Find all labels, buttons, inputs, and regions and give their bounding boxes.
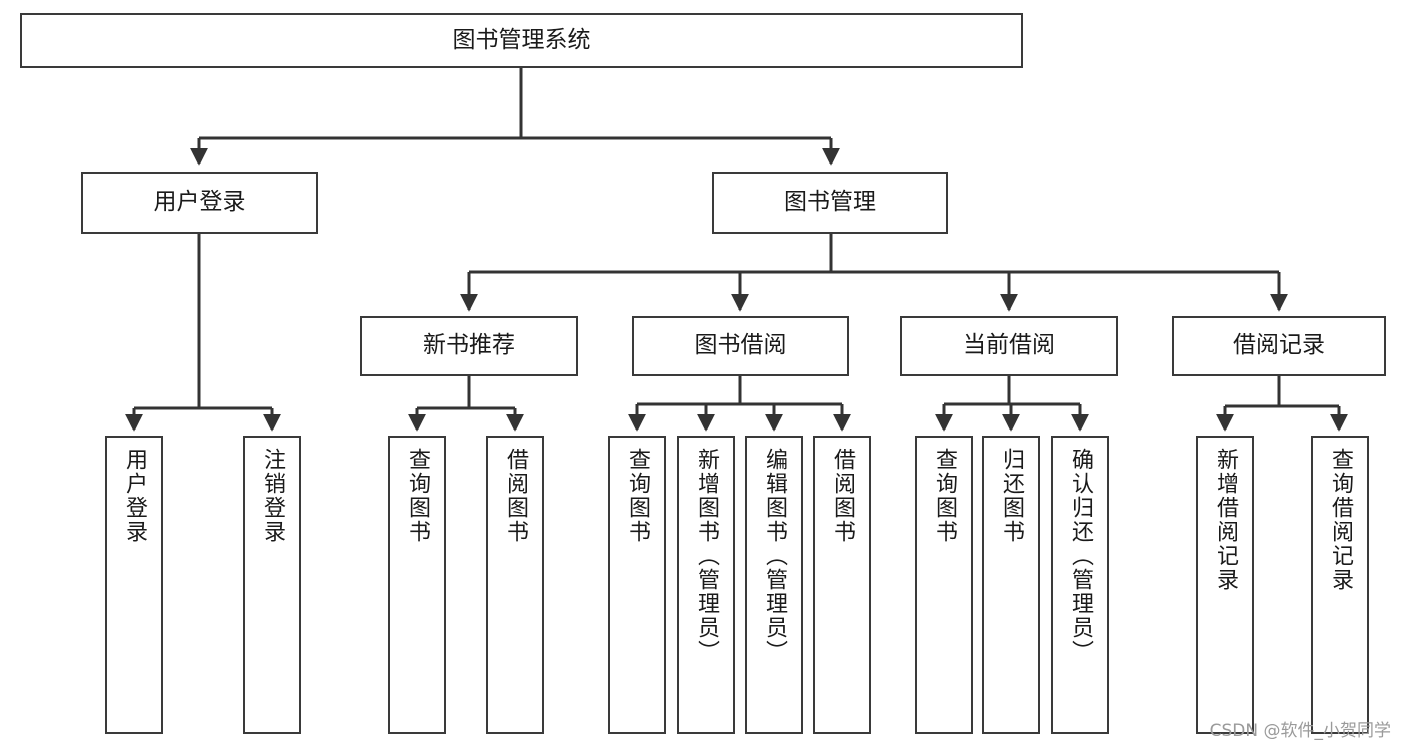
node-book-management[interactable]: 图书管理	[712, 172, 948, 234]
node-label: 新增借阅记录	[1213, 448, 1238, 592]
node-label: 确认归还（管理员）	[1068, 448, 1093, 664]
node-label: 编辑图书（管理员）	[762, 448, 787, 664]
node-label: 注销登录	[260, 448, 285, 544]
leaf-recommend-borrow-book[interactable]: 借阅图书	[486, 436, 544, 734]
node-label: 查询图书	[405, 448, 430, 544]
node-label: 图书管理系统	[452, 26, 591, 53]
leaf-recommend-query-book[interactable]: 查询图书	[388, 436, 446, 734]
node-label: 新书推荐	[423, 332, 515, 359]
node-label: 查询图书	[625, 448, 650, 544]
node-user-login[interactable]: 用户登录	[81, 172, 318, 234]
node-label: 借阅图书	[830, 448, 855, 544]
leaf-user-login-signin[interactable]: 用户登录	[105, 436, 163, 734]
node-label: 借阅图书	[503, 448, 528, 544]
leaf-borrow-borrow-book[interactable]: 借阅图书	[813, 436, 871, 734]
watermark-text: CSDN @软件_小贺同学	[1209, 721, 1391, 741]
node-new-book-recommend[interactable]: 新书推荐	[360, 316, 578, 376]
leaf-current-return-book[interactable]: 归还图书	[982, 436, 1040, 734]
node-label: 归还图书	[999, 448, 1024, 544]
leaf-current-query-book[interactable]: 查询图书	[915, 436, 973, 734]
node-borrow-record[interactable]: 借阅记录	[1172, 316, 1386, 376]
leaf-record-query-record[interactable]: 查询借阅记录	[1311, 436, 1369, 734]
node-label: 查询借阅记录	[1328, 448, 1353, 592]
leaf-borrow-edit-book-admin[interactable]: 编辑图书（管理员）	[745, 436, 803, 734]
node-root-system[interactable]: 图书管理系统	[20, 13, 1023, 68]
node-label: 当前借阅	[963, 332, 1055, 359]
leaf-user-login-signout[interactable]: 注销登录	[243, 436, 301, 734]
leaf-borrow-add-book-admin[interactable]: 新增图书（管理员）	[677, 436, 735, 734]
node-current-borrow[interactable]: 当前借阅	[900, 316, 1118, 376]
node-label: 图书借阅	[694, 332, 787, 359]
leaf-current-confirm-return-admin[interactable]: 确认归还（管理员）	[1051, 436, 1109, 734]
node-label: 借阅记录	[1233, 332, 1325, 359]
leaf-borrow-query-book[interactable]: 查询图书	[608, 436, 666, 734]
node-label: 用户登录	[122, 448, 147, 544]
node-label: 查询图书	[932, 448, 957, 544]
node-book-borrow[interactable]: 图书借阅	[632, 316, 849, 376]
node-label: 图书管理	[784, 189, 876, 216]
leaf-record-add-record[interactable]: 新增借阅记录	[1196, 436, 1254, 734]
node-label: 新增图书（管理员）	[694, 448, 719, 664]
node-label: 用户登录	[153, 189, 246, 216]
